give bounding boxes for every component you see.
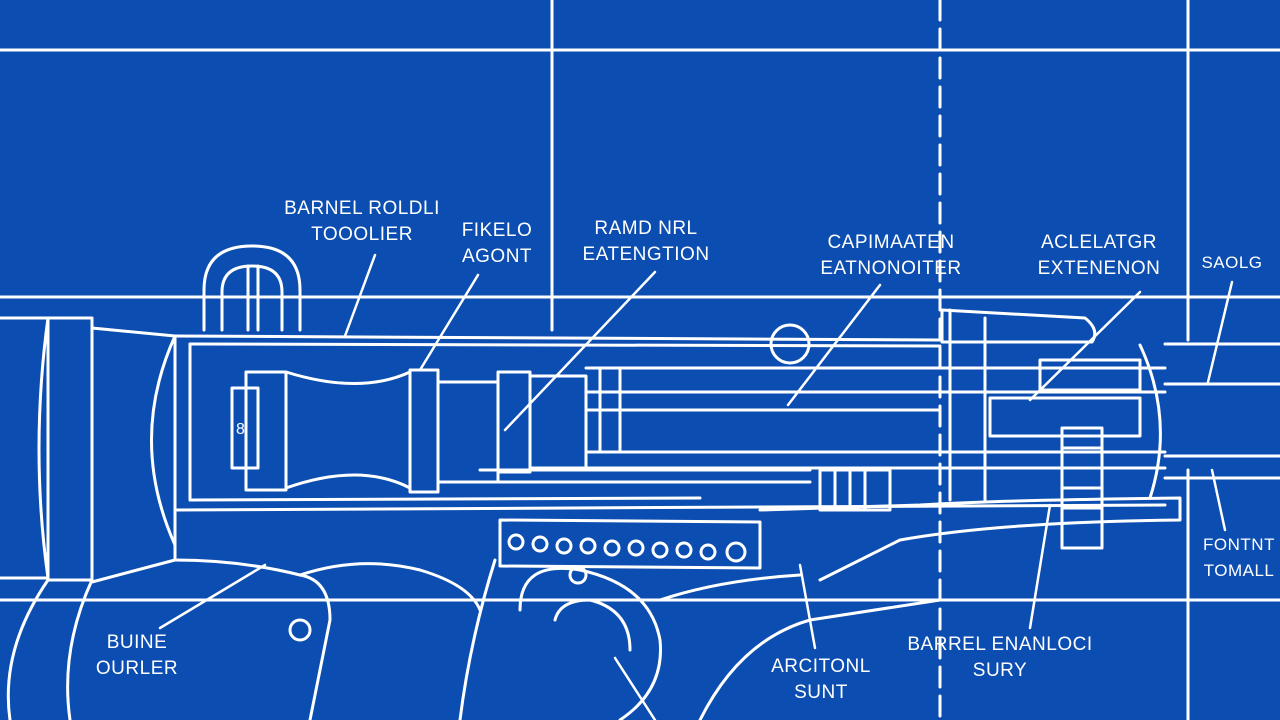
label-line: ACLELATGR	[1040, 232, 1158, 253]
label-line: BARREL ENANLOCI	[907, 634, 1093, 655]
label-aclelatgr: ACLELATGR EXTENENON	[1018, 230, 1180, 282]
label-line: TOMALL	[1203, 561, 1275, 580]
label-fikelo-agont: FIKELO AGONT	[442, 218, 552, 270]
label-saolg: SAOLG	[1196, 250, 1268, 276]
label-line: RAMD NRL	[594, 218, 698, 239]
label-line: SURY	[972, 660, 1028, 681]
label-capimaaten: CAPIMAATEN EATNONOITER	[806, 230, 976, 282]
label-line: EATNONOITER	[820, 258, 962, 279]
label-line: SAOLG	[1201, 253, 1263, 272]
lower-rail	[498, 468, 1182, 582]
label-line: EXTENENON	[1037, 258, 1161, 279]
stock	[0, 316, 177, 720]
label-line: EATENGTION	[582, 244, 710, 265]
label-barrel-roldu: BARNEL ROLDLI TOOOLIER	[262, 196, 462, 248]
label-arcitonl-sunt: ARCITONL SUNT	[746, 654, 896, 706]
barrel	[1163, 342, 1280, 480]
label-fontnt: FONTNT TOMALL	[1198, 532, 1280, 584]
label-line: CAPIMAATEN	[827, 232, 955, 253]
rear-sight	[202, 244, 302, 332]
label-line: FONTNT	[1203, 535, 1275, 554]
front-housing	[940, 308, 1162, 550]
label-line: OURLER	[95, 658, 179, 679]
label-buine-ourler: BUINE OURLER	[82, 630, 192, 682]
label-line: TOOOLIER	[311, 224, 413, 245]
label-line: FIKELO	[461, 220, 533, 241]
leader-lines	[158, 253, 1234, 720]
trigger-grip	[173, 558, 942, 720]
label-ramd-nrl: RAMD NRL EATENGTION	[566, 216, 726, 268]
label-line: SUNT	[794, 682, 848, 703]
label-line: BUINE	[106, 632, 168, 653]
label-line: AGONT	[461, 246, 533, 267]
body-mark: 8	[236, 421, 246, 438]
label-barrel-enanloc: BARREL ENANLOCI SURY	[900, 632, 1100, 684]
label-line: ARCITONL	[771, 656, 871, 677]
label-line: BARNEL ROLDLI	[284, 198, 440, 219]
bolt-knob	[769, 323, 811, 365]
receiver	[173, 334, 1167, 512]
